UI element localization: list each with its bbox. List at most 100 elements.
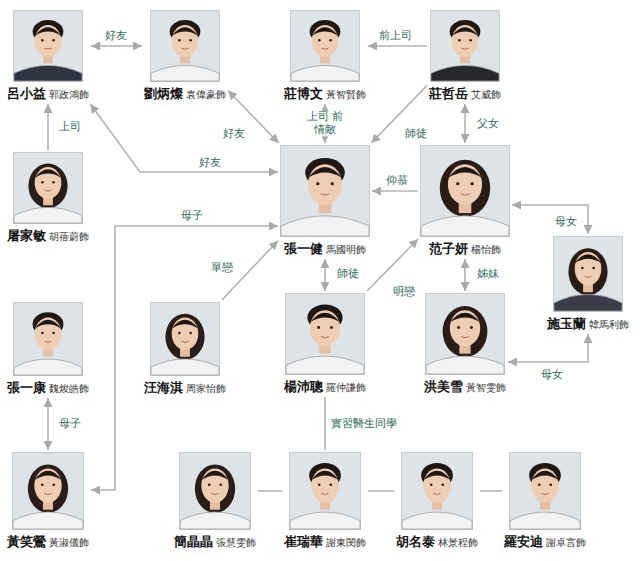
mouth [45, 341, 52, 342]
face [452, 25, 479, 57]
relation-line [367, 239, 418, 291]
relation-label: 好友 [103, 30, 129, 43]
relation-line [324, 397, 326, 450]
caption: 范子妍楊怡飾 [429, 240, 501, 257]
caption: 崔瑞華謝東閔飾 [284, 533, 366, 550]
eye [441, 483, 444, 486]
eye [189, 332, 192, 335]
relation-label: 父女 [475, 118, 501, 131]
face [448, 164, 482, 204]
shoulders [510, 512, 580, 529]
eye [471, 182, 474, 185]
face [531, 468, 558, 502]
hair [28, 164, 67, 209]
fringe [35, 27, 62, 36]
fringe [35, 169, 62, 178]
caption: 胡名泰林景程飾 [396, 533, 478, 550]
caption: 洪美雪黃智雯飾 [424, 378, 506, 395]
relation-line [90, 104, 278, 172]
mouth [322, 48, 329, 49]
character-name: 胡名泰 [396, 534, 435, 549]
relation-line [47, 104, 49, 150]
shoulders [286, 356, 364, 374]
eye [41, 332, 44, 335]
face [310, 310, 340, 346]
relation-label: 母女 [553, 216, 579, 229]
eye [470, 326, 473, 329]
shoulders [291, 65, 359, 81]
character-name: 張一康 [7, 380, 46, 395]
eye [331, 182, 334, 185]
portrait-photo [509, 452, 581, 530]
portrait-photo [13, 10, 83, 82]
caption: 黃笑鶯黃淑儀飾 [7, 533, 89, 550]
actor-name: 謝東閔飾 [326, 537, 366, 548]
relation-line [91, 45, 142, 47]
character-name: 莊哲岳 [429, 86, 468, 101]
actor-name: 黃淑儀飾 [49, 537, 89, 548]
hair [195, 464, 235, 512]
character-card: 莊博文黃智賢飾 [282, 8, 368, 104]
photo-ground [402, 453, 473, 530]
fringe [172, 320, 199, 329]
mouth [321, 493, 328, 494]
character-card: 劉炳燦袁偉豪飾 [142, 8, 228, 104]
relation-line [512, 205, 588, 234]
actor-name: 郭政鴻飾 [49, 89, 89, 100]
eye [178, 332, 181, 335]
photo-ground [554, 237, 623, 312]
character-name: 范子妍 [429, 241, 468, 256]
photo-ground [426, 294, 505, 375]
portrait-photo [401, 452, 473, 530]
caption: 羅安迪謝卓言飾 [504, 533, 586, 550]
character-name: 張一健 [284, 241, 323, 256]
face [172, 318, 199, 351]
shoulders [14, 65, 82, 81]
actor-name: 胡蓓蔚飾 [49, 231, 89, 242]
portrait-photo [290, 10, 360, 82]
eye [457, 326, 460, 329]
face [575, 252, 602, 285]
relation-label: 實習醫生同學 [329, 418, 399, 431]
relation-label: 母女 [539, 369, 565, 382]
character-card: 黃笑鶯黃淑儀飾 [5, 450, 91, 552]
relation-label: 好友 [221, 128, 247, 141]
portrait-photo [13, 152, 83, 224]
caption: 施玉蘭韓馬利飾 [547, 315, 629, 332]
fringe [423, 471, 450, 480]
mouth [541, 493, 548, 494]
photo-ground [14, 11, 83, 82]
hair [28, 464, 68, 512]
character-card: 莊哲岳艾威飾 [427, 8, 503, 104]
relation-label: 好友 [197, 157, 223, 170]
hair [440, 160, 490, 217]
face [35, 167, 62, 199]
relation-line [368, 45, 427, 47]
character-card: 洪美雪黃智雯飾 [422, 291, 508, 397]
photo-ground [14, 303, 83, 376]
fringe [34, 471, 61, 480]
relation-line [91, 226, 278, 490]
hair [568, 248, 607, 295]
relation-line [480, 490, 502, 492]
eye [52, 39, 55, 42]
fringe [531, 471, 558, 480]
character-name: 崔瑞華 [284, 534, 323, 549]
eye [538, 483, 541, 486]
mouth [321, 336, 329, 337]
relation-label: 師徒 [403, 128, 429, 141]
hair [165, 314, 204, 360]
caption: 簡晶晶張慧雯飾 [174, 533, 256, 550]
relation-label: 上司 前情敵 [303, 111, 347, 136]
character-name: 楊沛聰 [284, 379, 323, 394]
eye [329, 483, 332, 486]
portrait-photo [553, 236, 623, 312]
character-card: 范子妍楊怡飾 [418, 143, 512, 259]
photo-ground [510, 453, 581, 530]
caption: 張一健馬國明飾 [284, 240, 366, 257]
actor-name: 周家怡飾 [186, 383, 226, 394]
actor-name: 謝卓言飾 [546, 537, 586, 548]
mouth [182, 341, 189, 342]
fringe [172, 27, 199, 36]
face [311, 468, 338, 502]
